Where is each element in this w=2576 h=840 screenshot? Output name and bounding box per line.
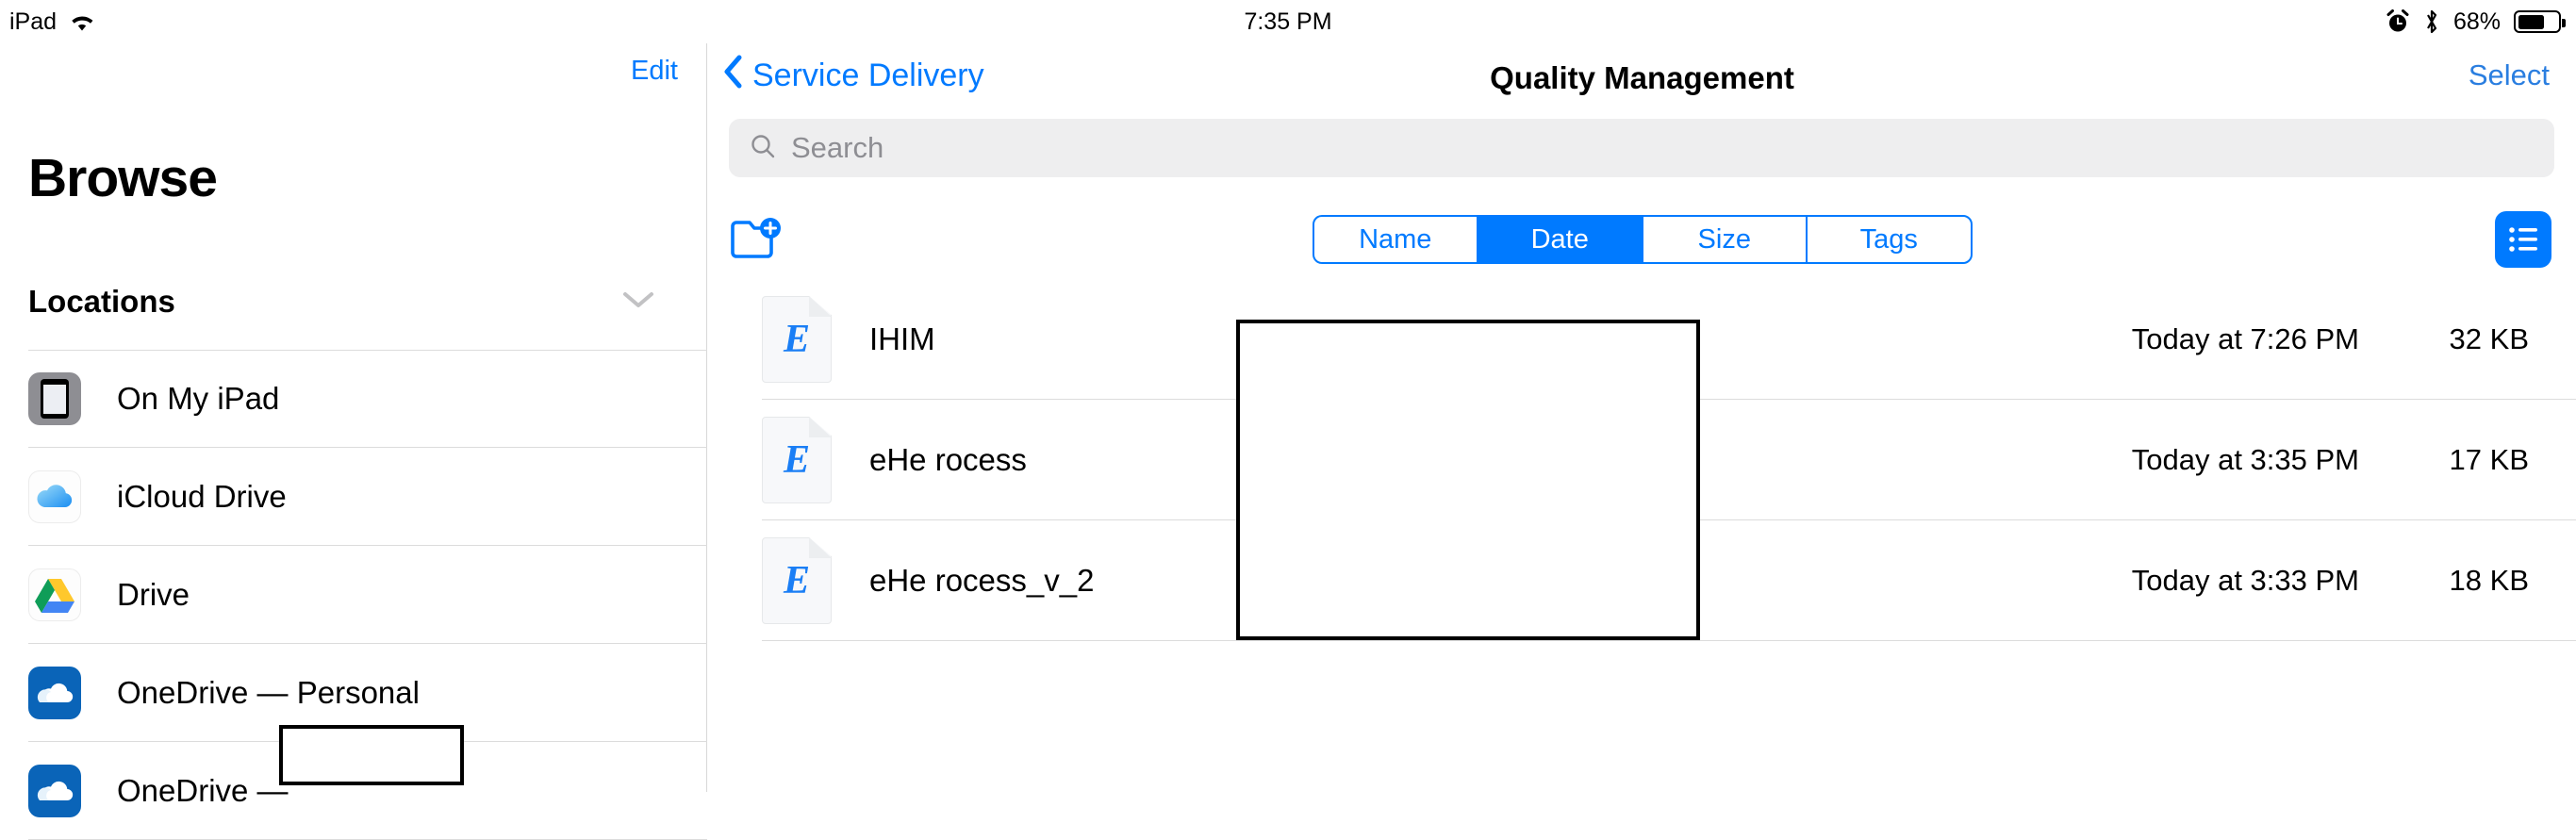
battery-percent-label: 68% (2452, 8, 2501, 35)
sidebar-item-drive[interactable]: Drive (0, 546, 707, 644)
file-name: IHIM (869, 321, 935, 356)
file-name: eHe rocess_v_2 (869, 563, 1095, 598)
google-drive-icon (28, 568, 81, 621)
folder-title: Quality Management (1490, 60, 1794, 95)
icloud-drive-icon (28, 470, 81, 523)
document-letter: E (783, 559, 810, 602)
file-date: Today at 3:35 PM (2131, 443, 2359, 476)
excel-document-icon: E (762, 537, 832, 624)
sidebar-item-label: OneDrive — Personal (117, 675, 420, 710)
table-row[interactable]: E eHe rocess Today at 3:35 PM 17 KB (708, 400, 2576, 520)
search-placeholder: Search (791, 131, 884, 164)
sort-option-name[interactable]: Name (1314, 217, 1478, 262)
bluetooth-icon (2423, 8, 2440, 35)
new-folder-icon[interactable] (729, 215, 784, 269)
file-date: Today at 3:33 PM (2131, 564, 2359, 597)
ipad-icon (28, 372, 81, 425)
status-bar-left: iPad (9, 8, 96, 36)
excel-document-icon: E (762, 417, 832, 503)
sort-option-date[interactable]: Date (1478, 217, 1643, 262)
sidebar-item-on-my-ipad[interactable]: On My iPad (0, 350, 707, 448)
table-row[interactable]: E eHe rocess_v_2 Today at 3:33 PM 18 KB (708, 520, 2576, 641)
search-icon (750, 133, 776, 164)
battery-icon (2514, 10, 2566, 33)
alarm-clock-icon (2386, 9, 2410, 34)
locations-label: Locations (28, 284, 175, 319)
edit-button[interactable]: Edit (631, 56, 678, 86)
sort-option-tags[interactable]: Tags (1859, 223, 1918, 255)
search-input[interactable]: Search (729, 119, 2554, 177)
file-list: E IHIM Today at 7:26 PM 32 KB E eHe roce… (708, 279, 2576, 641)
file-name: eHe rocess (869, 442, 1027, 477)
file-size: 18 KB (2449, 564, 2529, 597)
chevron-left-icon (722, 55, 743, 97)
list-view-icon[interactable] (2495, 211, 2551, 268)
page-title: Browse (28, 148, 218, 208)
sort-segmented-control[interactable]: Name Date Size Tags (1312, 215, 1973, 264)
excel-document-icon: E (762, 296, 832, 383)
status-bar-time: 7:35 PM (1244, 8, 1332, 35)
document-letter: E (783, 318, 810, 361)
device-label: iPad (9, 8, 58, 35)
sidebar-item-icloud-drive[interactable]: iCloud Drive (0, 448, 707, 546)
chevron-down-icon[interactable] (622, 290, 654, 314)
redaction-box-filenames (1236, 320, 1700, 640)
file-size: 17 KB (2449, 443, 2529, 476)
locations-list: On My iPad iCloud Drive (0, 350, 707, 840)
onedrive-icon (28, 667, 81, 719)
file-date: Today at 7:26 PM (2131, 322, 2359, 355)
file-toolbar: Name Date Size Tags (708, 204, 2576, 279)
locations-section-header[interactable]: Locations (28, 284, 679, 320)
sidebar-item-label: Drive (117, 577, 190, 612)
redaction-box-sidebar-account (279, 725, 464, 785)
sidebar-item-label: iCloud Drive (117, 479, 287, 514)
back-button[interactable]: Service Delivery (722, 55, 984, 97)
onedrive-icon (28, 765, 81, 817)
navigation-bar: Service Delivery Quality Management Sele… (708, 43, 2576, 115)
select-button[interactable]: Select (2468, 58, 2550, 91)
sidebar-item-label: On My iPad (117, 381, 280, 416)
file-size: 32 KB (2449, 322, 2529, 355)
status-bar: iPad 7:35 PM 68% (0, 0, 2576, 43)
status-bar-right: 68% (2386, 8, 2566, 36)
sidebar-item-label: OneDrive — (117, 773, 289, 808)
wifi-icon (68, 11, 96, 32)
back-button-label: Service Delivery (752, 58, 984, 93)
sort-option-size[interactable]: Size (1643, 217, 1808, 262)
document-letter: E (783, 438, 810, 482)
sidebar: Edit Browse Locations On My iPad iCl (0, 43, 707, 840)
